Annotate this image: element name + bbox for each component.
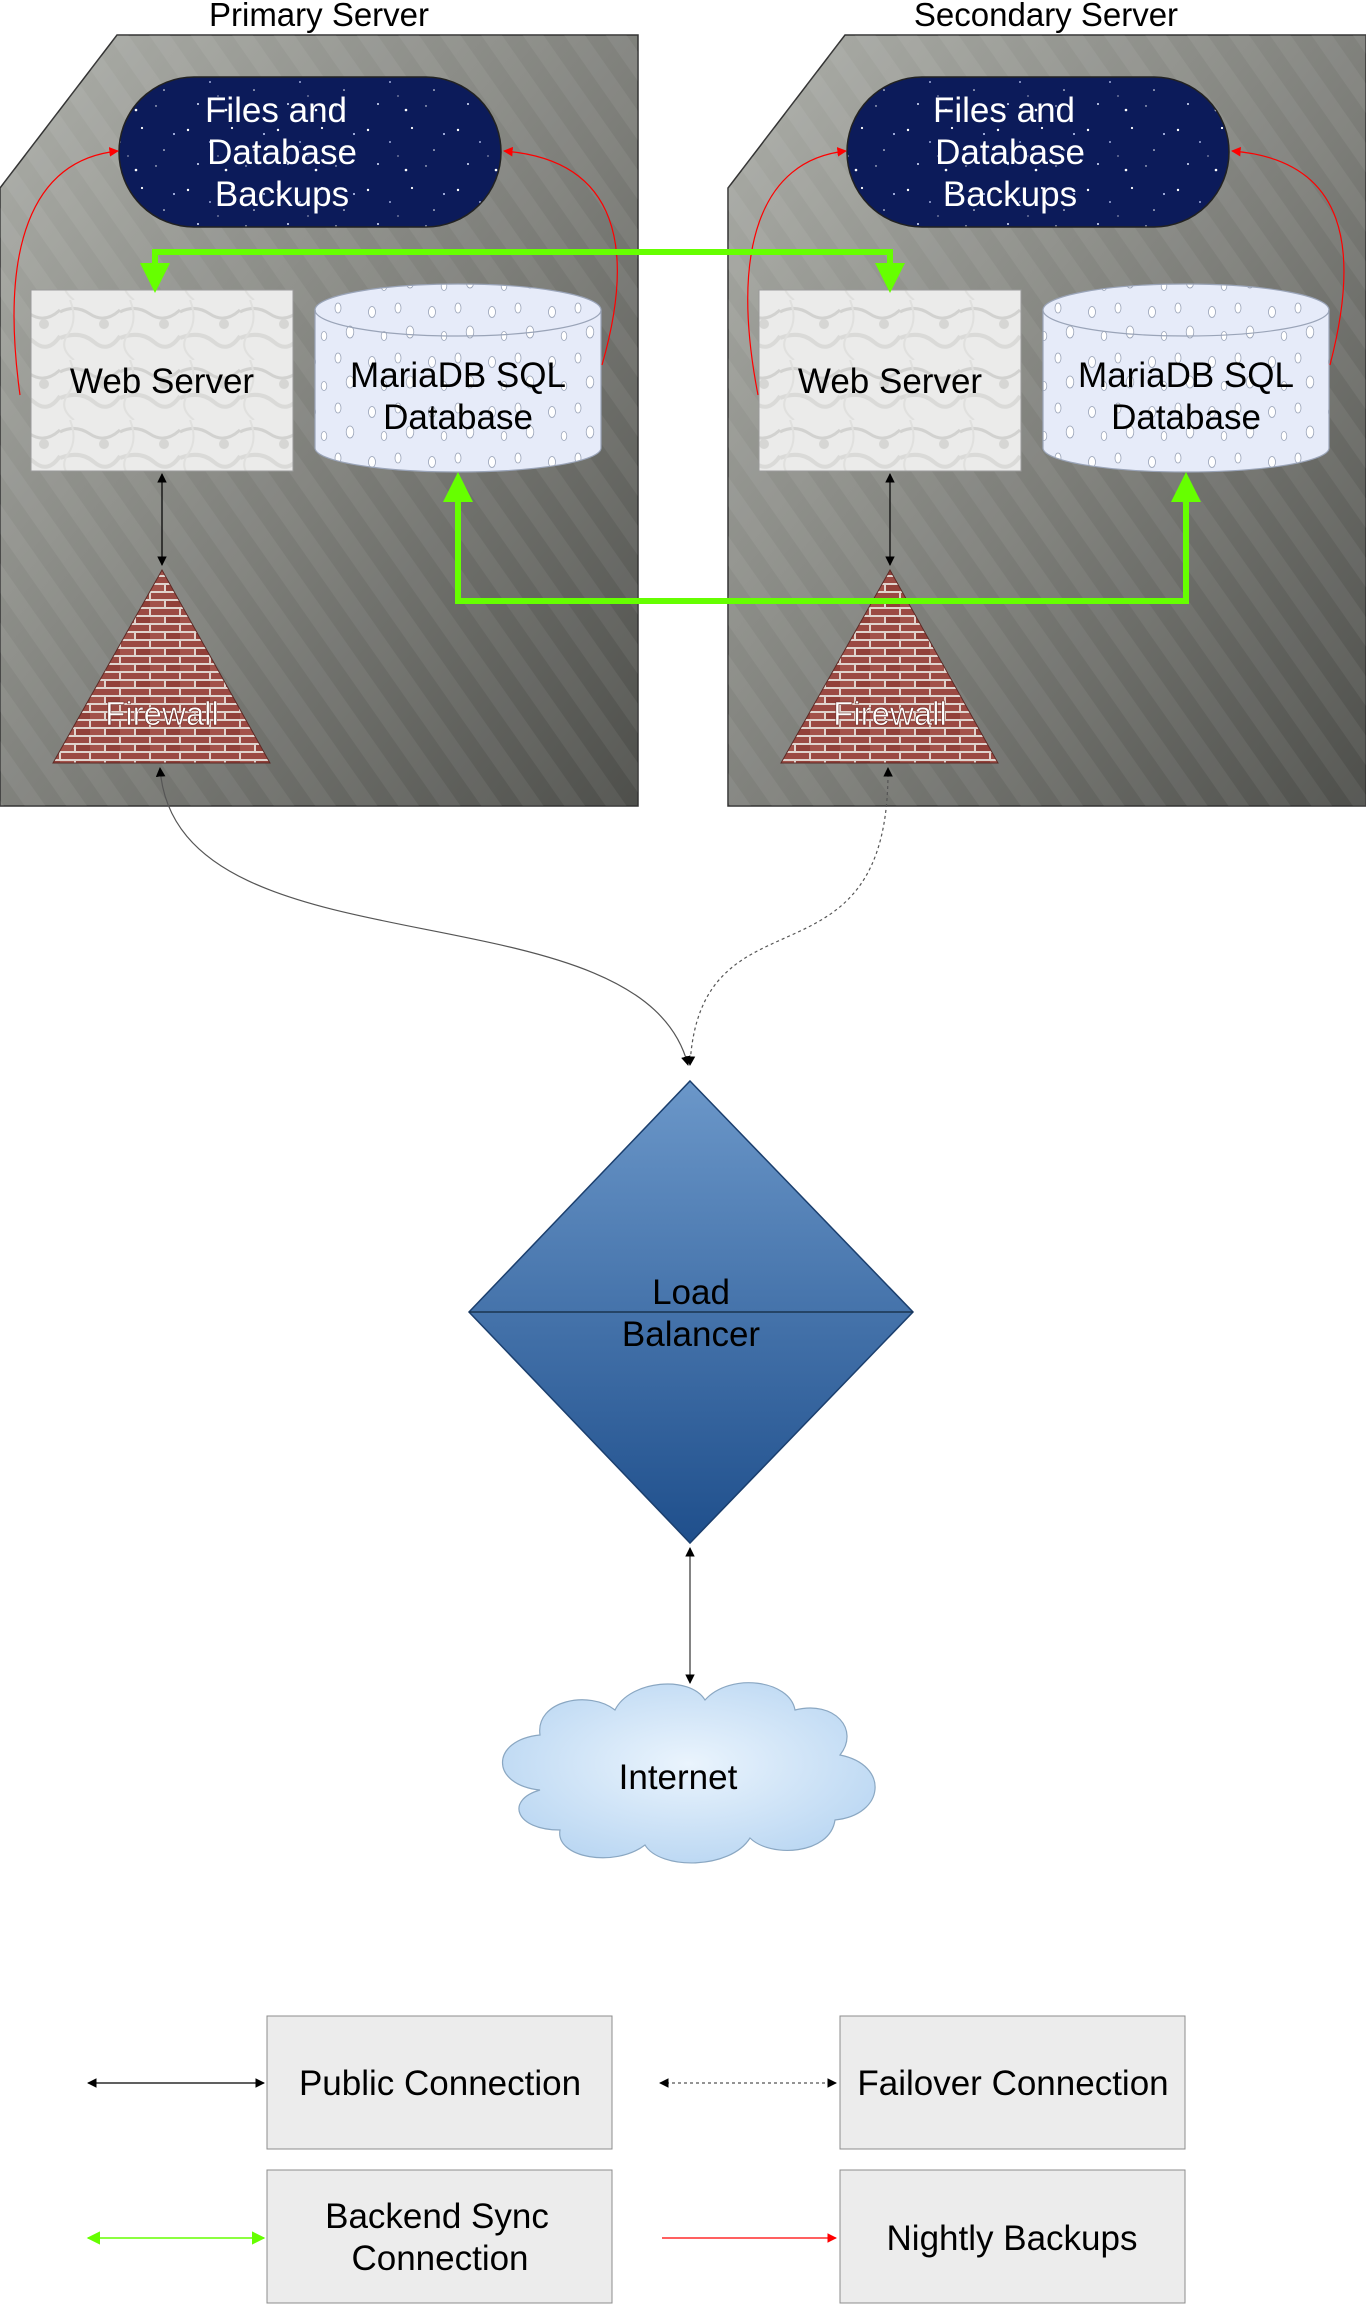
secondary-database-label-2: Database <box>1111 398 1261 437</box>
legend-sync-label-2: Connection <box>351 2239 528 2278</box>
legend-public-connection: Public Connection <box>87 2015 613 2150</box>
secondary-backups-label-2: Database <box>935 133 1085 172</box>
legend-sync-label-1: Backend Sync <box>325 2197 549 2236</box>
primary-db-backup-arrow <box>503 146 618 366</box>
primary-database-label-2: Database <box>383 398 533 437</box>
secondary-db-backup-arrow <box>1231 146 1345 366</box>
primary-database: MariaDB SQL Database <box>314 283 602 473</box>
secondary-backups-label-1: Files and <box>933 91 1075 130</box>
internet-label: Internet <box>619 1758 738 1797</box>
nightly-backup-connections <box>13 146 1345 396</box>
secondary-backups-store: Files and Database Backups <box>846 76 1230 228</box>
internet-cloud: Internet <box>502 1682 876 1864</box>
primary-backups-label-1: Files and <box>205 91 347 130</box>
backend-sync-connections <box>140 249 1201 604</box>
primary-web-server: Web Server <box>30 289 294 472</box>
secondary-firewall: Firewall <box>780 568 999 764</box>
primary-backups-label-3: Backups <box>215 175 349 214</box>
load-balancer-label-2: Balancer <box>622 1315 760 1354</box>
legend-backup-label: Nightly Backups <box>887 2219 1138 2258</box>
secondary-backups-label-3: Backups <box>943 175 1077 214</box>
legend-nightly-backups: Nightly Backups <box>662 2169 1186 2304</box>
secondary-database-label-1: MariaDB SQL <box>1078 356 1294 395</box>
secondary-server-group: Secondary Server Files and Database Back… <box>727 0 1366 807</box>
web-server-sync-line <box>140 249 905 293</box>
legend: Public Connection Failover Connection Ba… <box>86 2015 1186 2304</box>
legend-failover-connection: Failover Connection <box>659 2015 1186 2150</box>
primary-backups-store: Files and Database Backups <box>118 76 502 228</box>
primary-server-group: Primary Server Files and Database Backup… <box>0 0 639 807</box>
primary-web-backup-arrow <box>13 147 119 396</box>
legend-public-label: Public Connection <box>299 2064 581 2103</box>
primary-server-title: Primary Server <box>209 0 429 33</box>
secondary-server-title: Secondary Server <box>914 0 1178 33</box>
load-balancer-label-1: Load <box>652 1273 730 1312</box>
secondary-web-server-label: Web Server <box>798 362 982 401</box>
database-sync-line <box>443 472 1201 604</box>
primary-database-label-1: MariaDB SQL <box>350 356 566 395</box>
primary-backups-label-2: Database <box>207 133 357 172</box>
internal-public-connections <box>157 473 895 566</box>
legend-backend-sync: Backend Sync Connection <box>86 2169 613 2304</box>
primary-firewall: Firewall <box>52 568 271 764</box>
secondary-web-server: Web Server <box>758 289 1022 472</box>
secondary-web-backup-arrow <box>747 147 847 396</box>
secondary-firewall-label: Firewall <box>833 695 947 732</box>
primary-firewall-label: Firewall <box>105 695 219 732</box>
primary-web-server-label: Web Server <box>70 362 254 401</box>
secondary-database: MariaDB SQL Database <box>1042 283 1330 473</box>
primary-public-link <box>155 767 691 1066</box>
secondary-failover-link <box>685 767 893 1066</box>
load-balancer: Load Balancer <box>467 1079 915 1545</box>
legend-failover-label: Failover Connection <box>857 2064 1168 2103</box>
